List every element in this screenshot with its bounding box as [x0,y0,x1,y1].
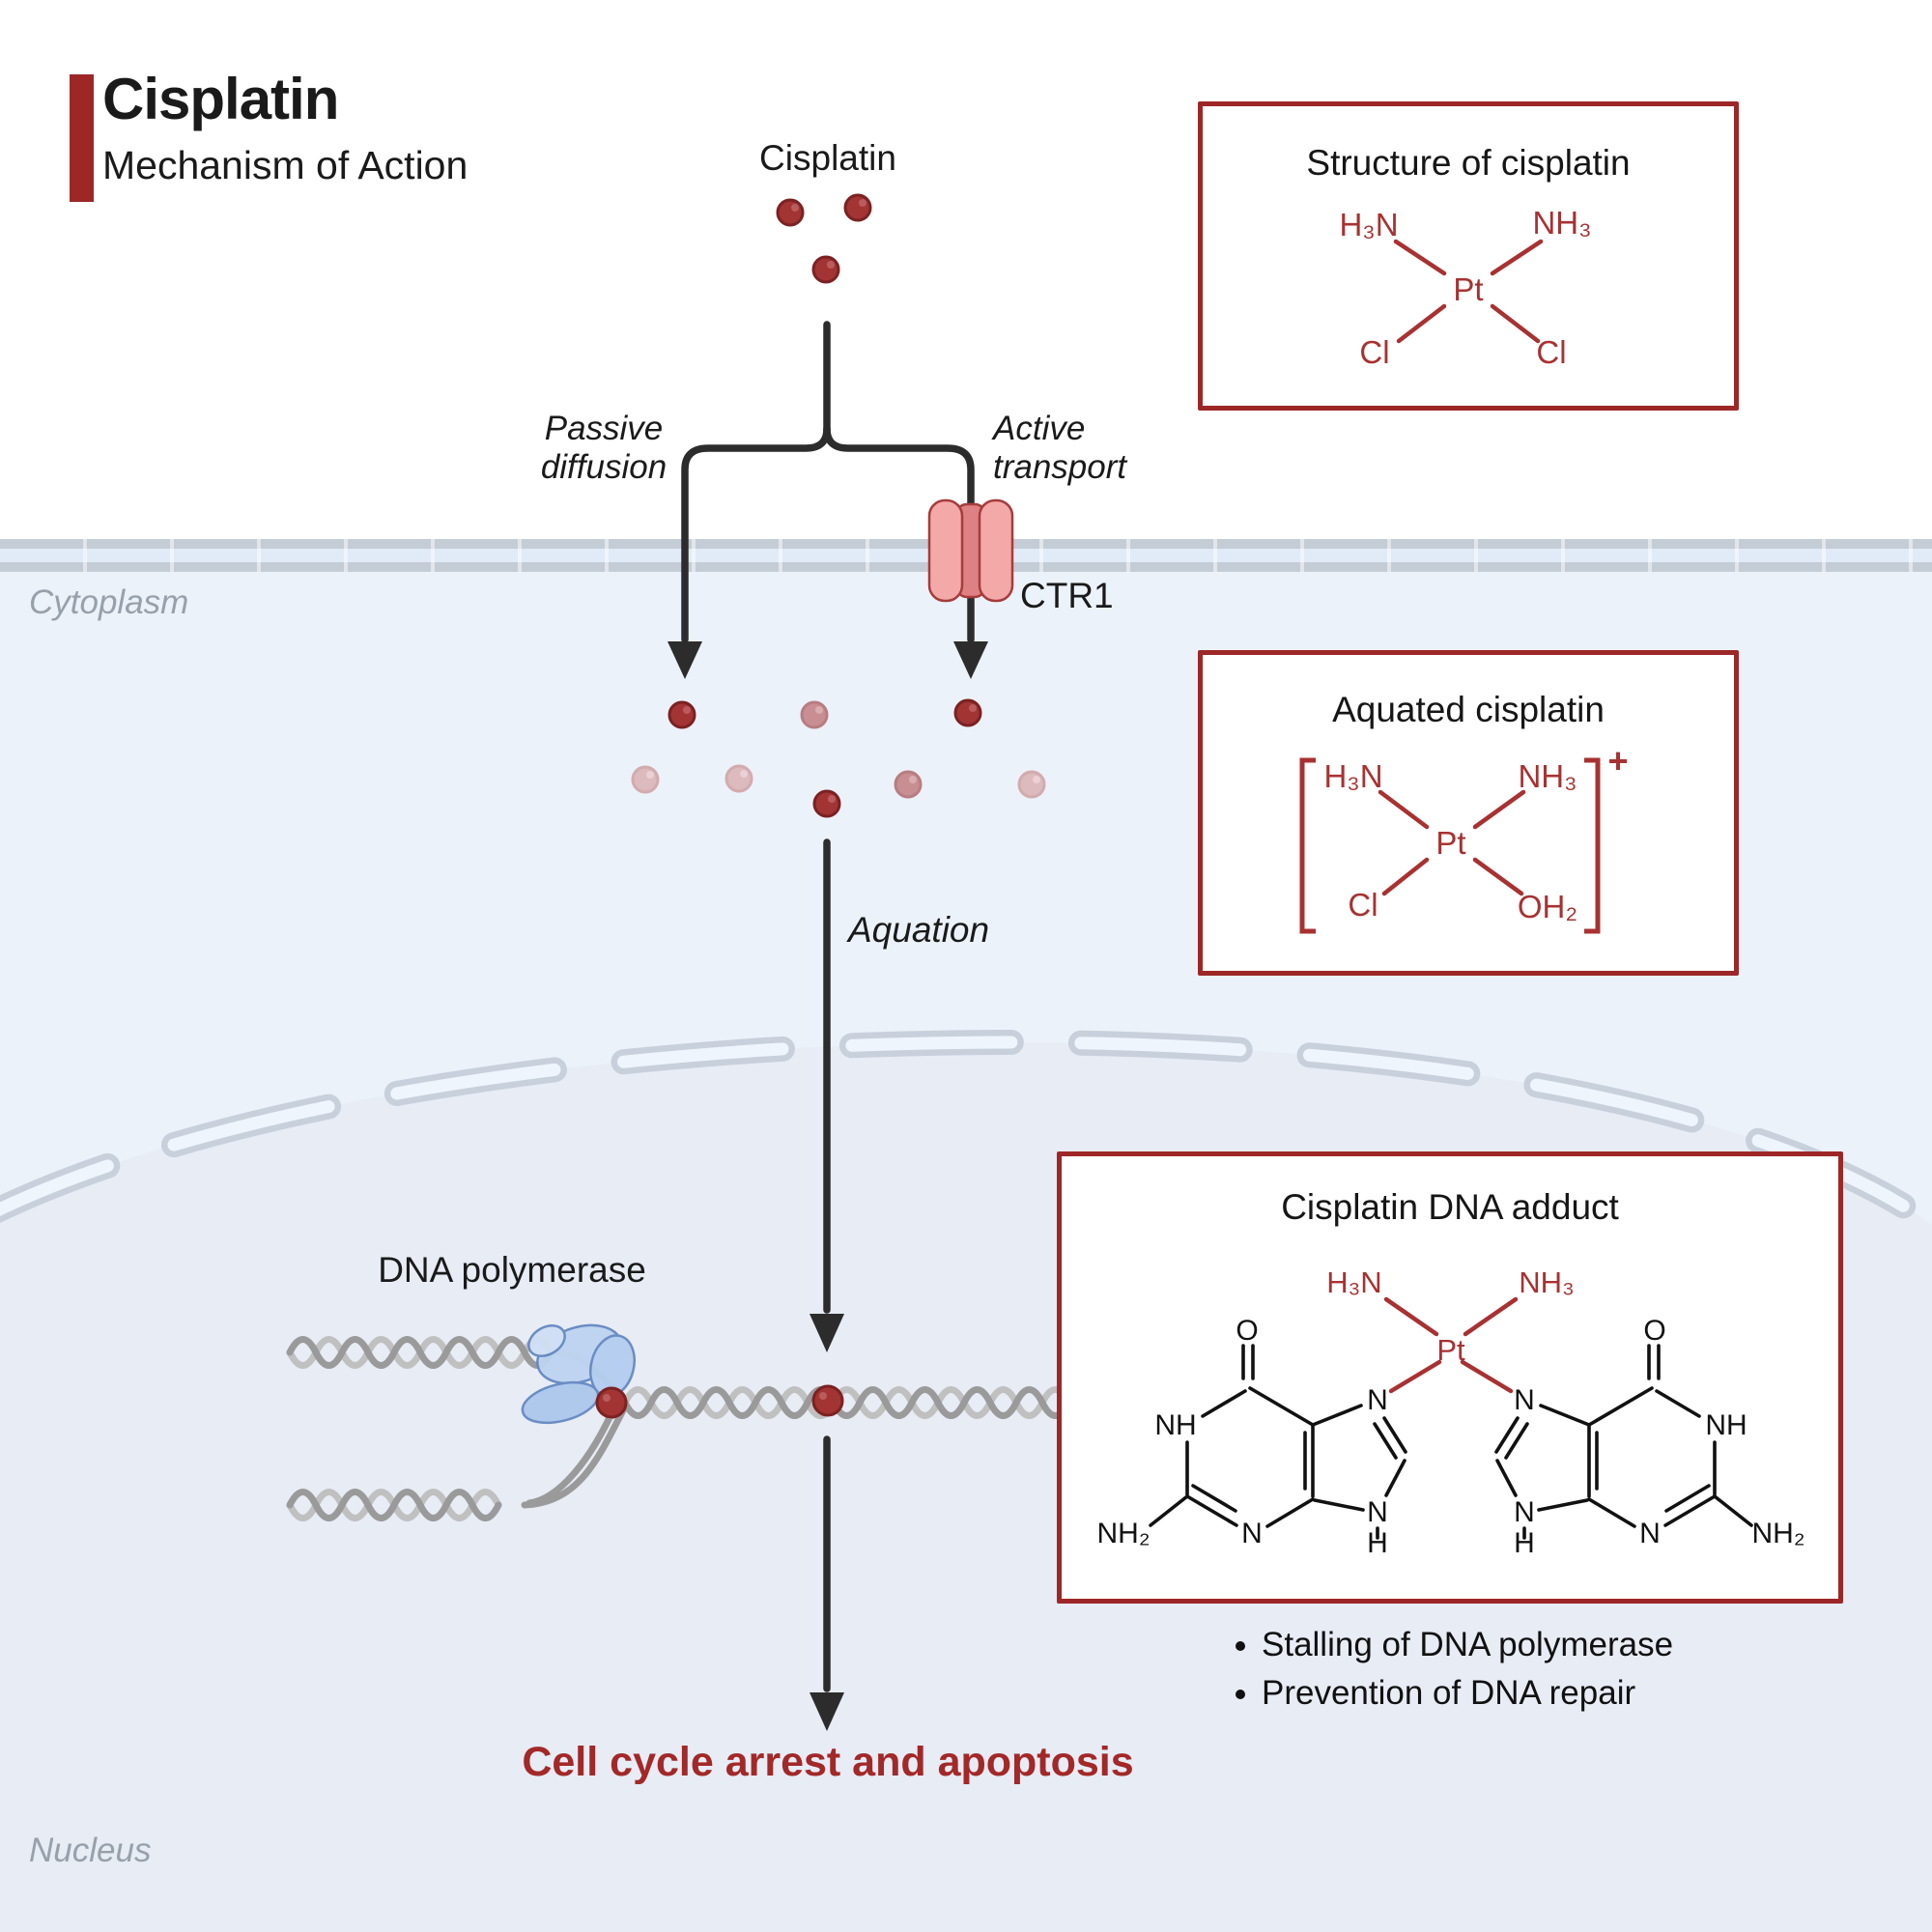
cisplatin-dna-adduct-box: Cisplatin DNA adduct H₃N NH₃ Pt [1057,1151,1843,1604]
label-ctr1: CTR1 [1020,576,1114,615]
atom-h3n: H₃N [1339,207,1398,242]
atom-cl-left: Cl [1359,334,1389,370]
label-outcome: Cell cycle arrest and apoptosis [522,1739,1134,1785]
list-item: Stalling of DNA polymerase [1262,1621,1673,1669]
label-dna-polymerase: DNA polymerase [378,1250,646,1290]
guanine-left: O NH NH₂ N N N H [1097,1315,1407,1559]
atom-nh: NH [1154,1409,1196,1441]
label-passive-diffusion: Passive diffusion [540,410,668,486]
adduct-structure-drawing: H₃N NH₃ Pt [1097,1265,1805,1559]
atom-cl-right: Cl [1536,334,1566,370]
cisplatin-dots [595,193,1046,1419]
label-active-transport: Active transport [993,410,1127,486]
atom-nh3: NH₃ [1532,205,1591,241]
ctr1-transporter-icon [927,498,1014,603]
atom-nh2: NH₂ [1752,1518,1805,1549]
platinum-core: H₃N NH₃ Pt [1326,1265,1575,1394]
aquated-structure-drawing: H₃N NH₃ Pt Cl OH₂ + [1299,741,1629,934]
structure-box-title: Structure of cisplatin [1306,143,1631,183]
atom-pt: Pt [1436,1333,1465,1367]
list-item: Prevention of DNA repair [1262,1669,1673,1718]
atom-n9: N [1367,1496,1388,1528]
atom-h9: H [1367,1527,1388,1559]
page-subtitle: Mechanism of Action [102,143,469,187]
adduct-effects-list: Stalling of DNA polymerase Prevention of… [1225,1621,1673,1718]
atom-pt: Pt [1453,271,1483,307]
cisplatin-structure-drawing: H₃N NH₃ Pt Cl Cl [1339,205,1591,370]
guanine-right: O NH NH₂ N N N H [1494,1315,1805,1559]
outcome-arrow [810,1435,844,1731]
atom-n3: N [1241,1518,1263,1549]
adduct-box-title: Cisplatin DNA adduct [1281,1187,1619,1227]
entry-arrows [668,321,988,679]
label-cytoplasm: Cytoplasm [29,583,189,621]
atom-n7: N [1514,1384,1535,1416]
atom-pt: Pt [1435,825,1465,861]
structure-of-cisplatin-box: Structure of cisplatin H₃N NH₃ Pt Cl Cl [1198,101,1739,411]
aquation-arrow [810,838,844,1352]
atom-o: O [1236,1315,1258,1347]
label-aquation: Aquation [848,910,990,950]
page-title: Cisplatin [102,67,339,131]
atom-oh2: OH₂ [1518,889,1577,924]
passive-arrowhead [668,641,702,679]
dna-polymerase-protein [521,1323,636,1425]
atom-cl: Cl [1348,887,1378,923]
atom-o: O [1643,1315,1665,1347]
aquated-box-title: Aquated cisplatin [1332,690,1605,729]
atom-h9: H [1514,1527,1535,1559]
atom-nh: NH [1705,1409,1747,1441]
atom-h3n: H₃N [1323,758,1382,794]
label-cisplatin-molecules: Cisplatin [759,138,896,178]
active-arrowhead [953,641,988,679]
atom-nh3: NH₃ [1519,1265,1574,1299]
charge-plus: + [1607,741,1628,781]
atom-n3: N [1639,1518,1661,1549]
atom-n7: N [1367,1384,1388,1416]
title-accent-bar [70,74,94,202]
atom-nh3: NH₃ [1518,758,1577,794]
atom-nh2: NH₂ [1097,1518,1151,1549]
label-nucleus: Nucleus [29,1832,152,1869]
aquated-cisplatin-box: Aquated cisplatin H₃N NH₃ Pt Cl OH₂ + [1198,650,1739,976]
atom-h3n: H₃N [1326,1265,1381,1299]
atom-n9: N [1514,1496,1535,1528]
